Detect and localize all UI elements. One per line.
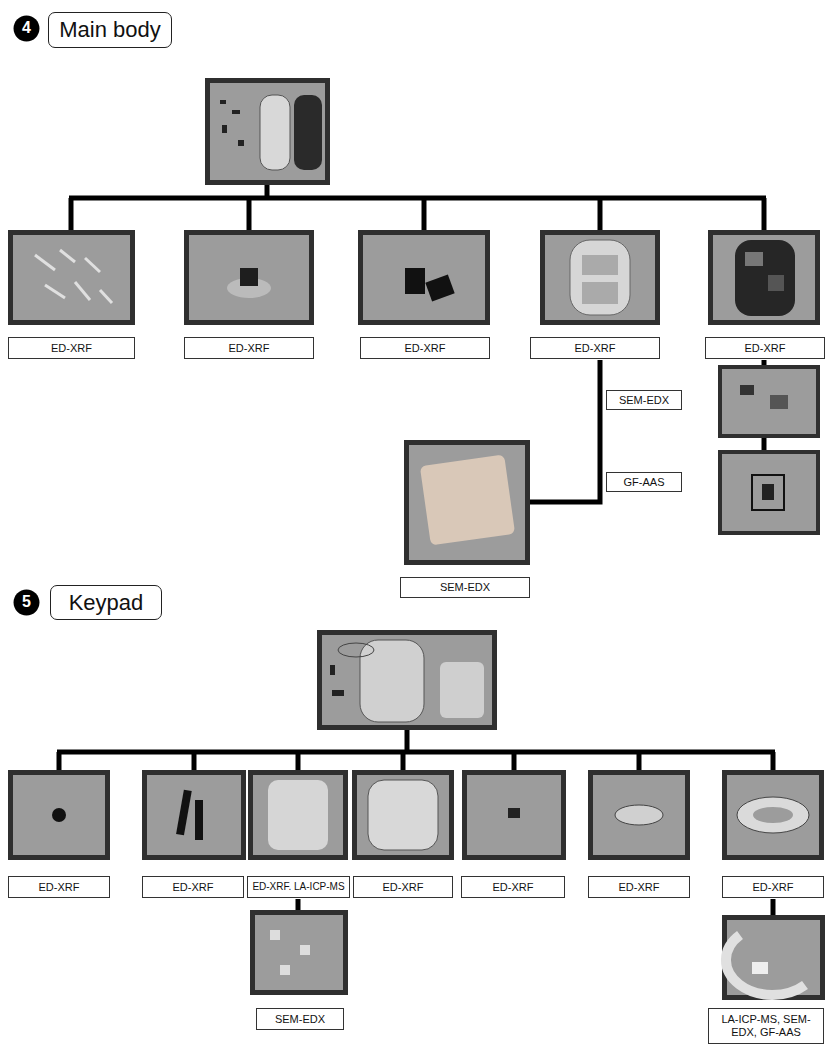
method-label: ED-XRF [588,876,690,898]
method-name: ED-XRF [173,881,214,894]
method-label: ED-XRF [530,337,660,359]
section-title: Keypad [69,590,144,615]
method-name: ED-XRF [575,342,616,355]
method-label: SEM-EDX [256,1008,344,1030]
step-number: 4 [13,15,40,42]
section-title: Main body [59,17,161,42]
method-label: ED-XRF [142,876,244,898]
method-label: SEM-EDX [606,390,682,410]
method-name: ED-XRF [405,342,446,355]
method-label: ED-XRF [353,876,453,898]
method-label: ED-XRF [705,337,825,359]
method-name: GF-AAS [624,476,665,489]
method-name: ED-XRF [383,881,424,894]
method-name: ED-XRF [493,881,534,894]
method-name: SEM-EDX [440,581,490,594]
method-label: ED-XRF [461,876,565,898]
method-label: GF-AAS [606,472,682,492]
step-number: 5 [13,589,40,616]
method-label: ED-XRF [360,337,490,359]
method-label: LA-ICP-MS, SEM-EDX, GF-AAS [708,1008,824,1044]
section-title-box: Main body [48,12,172,48]
method-label: ED-XRF. LA-ICP-MS [247,876,350,898]
method-name: ED-XRF [753,881,794,894]
method-name: ED-XRF [39,881,80,894]
callout-number: 5 [22,593,31,611]
method-label: SEM-EDX [400,577,530,598]
section-title-box: Keypad [50,585,162,620]
callout-number: 4 [22,19,31,37]
method-name: ED-XRF [229,342,270,355]
method-name: ED-XRF. LA-ICP-MS [252,881,344,893]
method-name: LA-ICP-MS, SEM-EDX, GF-AAS [709,1013,823,1038]
method-name: ED-XRF [51,342,92,355]
method-label: ED-XRF [184,337,314,359]
method-label: ED-XRF [8,337,135,359]
method-label: ED-XRF [8,876,110,898]
method-name: ED-XRF [745,342,786,355]
method-label: ED-XRF [722,876,824,898]
method-name: ED-XRF [619,881,660,894]
method-name: SEM-EDX [619,394,669,407]
method-name: SEM-EDX [275,1013,325,1026]
